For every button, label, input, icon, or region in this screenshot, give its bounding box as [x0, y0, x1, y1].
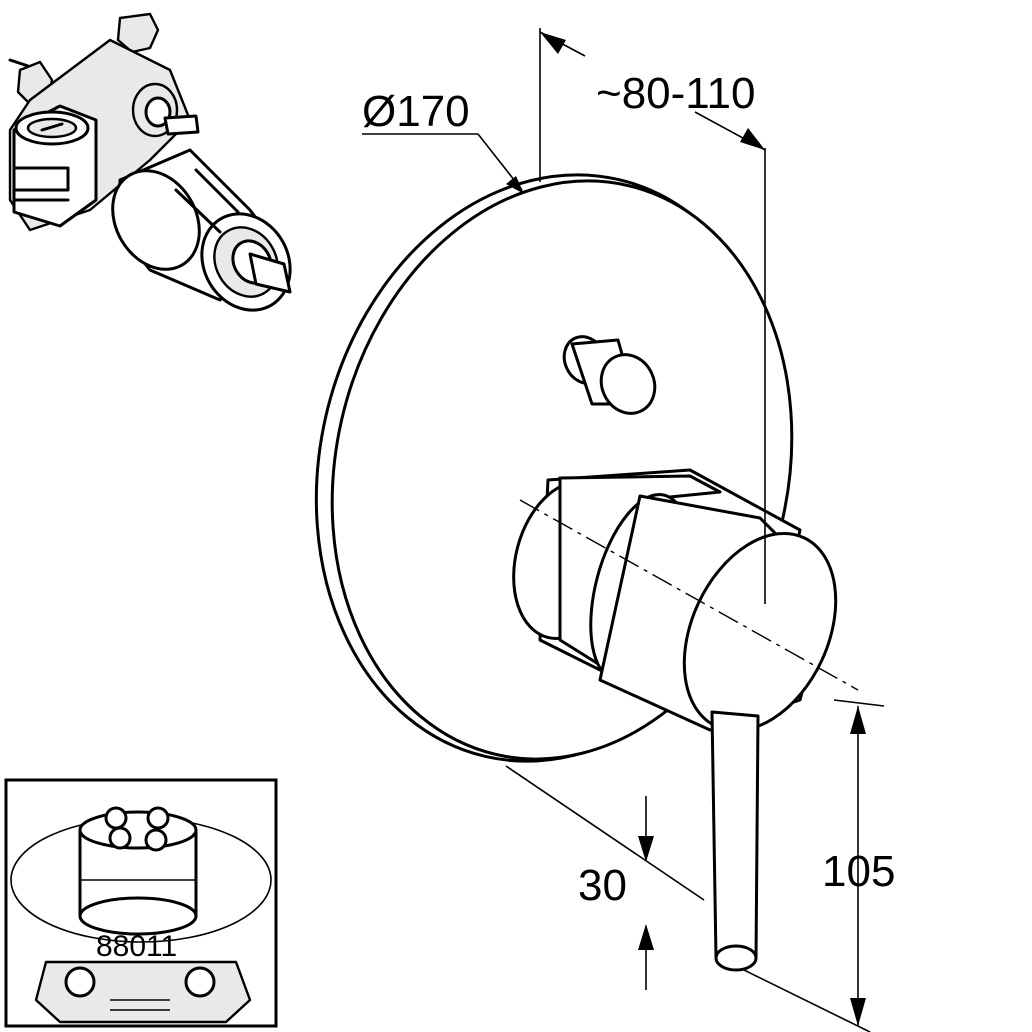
lever-offset-label: 30: [578, 861, 627, 910]
diverter-knob: [562, 335, 657, 415]
inset-panel: 88011: [4, 778, 278, 1028]
dimension-lines: [362, 28, 885, 1032]
installation-body-illustration: [34, 806, 252, 1024]
concealed-body-illustration: [8, 12, 292, 312]
part-number-label: 88011: [96, 930, 177, 963]
lever-rod: [710, 710, 760, 972]
lever-height-label: 105: [822, 847, 895, 896]
mixer-assembly: [314, 173, 859, 972]
depth-range-label: ~80-110: [596, 69, 755, 118]
lever-handle-body: [512, 468, 838, 733]
diameter-label: Ø170: [362, 87, 470, 136]
handle-axis: [519, 499, 859, 691]
